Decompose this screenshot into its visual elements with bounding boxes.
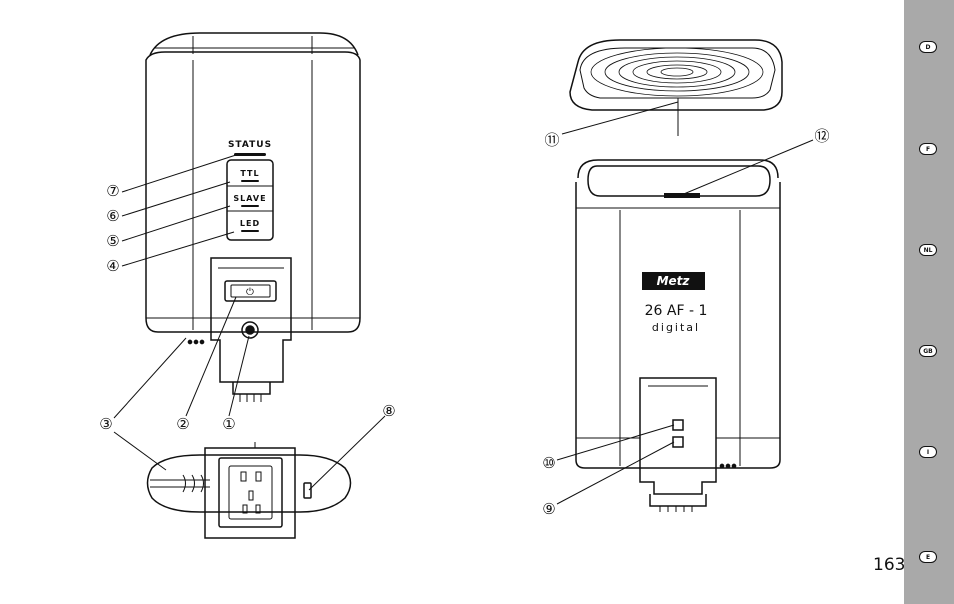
callout-5: ⑤ bbox=[106, 232, 119, 250]
power-icon: ⏻ bbox=[246, 287, 254, 298]
callout-11: ⑪ bbox=[544, 131, 559, 149]
model-variant: digital bbox=[652, 321, 700, 334]
language-tab-d[interactable]: D bbox=[919, 41, 937, 53]
callout-3: ③ bbox=[99, 415, 112, 433]
callout-12: ⑫ bbox=[814, 127, 829, 145]
left-flash-unit bbox=[145, 32, 361, 402]
status-label: STATUS bbox=[228, 140, 272, 150]
callout-4: ④ bbox=[106, 257, 119, 275]
led-button-label: LED bbox=[240, 219, 260, 228]
callout-1: ① bbox=[222, 415, 235, 433]
callout-7: ⑦ bbox=[106, 182, 119, 200]
callout-2: ② bbox=[176, 415, 189, 433]
language-tab-gb[interactable]: GB bbox=[919, 345, 937, 357]
right-flash-unit bbox=[569, 39, 783, 512]
page-number: 163 bbox=[873, 555, 906, 575]
callout-8: ⑧ bbox=[382, 402, 395, 420]
language-tab-nl[interactable]: NL bbox=[919, 244, 937, 256]
callout-9: ⑨ bbox=[542, 500, 555, 518]
language-tab-e[interactable]: E bbox=[919, 551, 937, 563]
language-sidebar: D F NL GB I E bbox=[904, 0, 954, 604]
callout-10: ⑩ bbox=[542, 454, 555, 472]
model-name: 26 AF - 1 bbox=[645, 303, 708, 319]
language-tab-i[interactable]: I bbox=[919, 446, 937, 458]
slave-button-label: SLAVE bbox=[233, 194, 266, 203]
brand-logo: Metz bbox=[657, 274, 691, 288]
callout-6: ⑥ bbox=[106, 207, 119, 225]
left-flash-top-view bbox=[146, 442, 352, 539]
leader-lines bbox=[113, 101, 814, 505]
language-tab-f[interactable]: F bbox=[919, 143, 937, 155]
ttl-button-label: TTL bbox=[240, 169, 259, 178]
product-diagram: STATUS TTL SLAVE LED ⏻ Metz 26 AF - 1 di… bbox=[99, 32, 830, 539]
